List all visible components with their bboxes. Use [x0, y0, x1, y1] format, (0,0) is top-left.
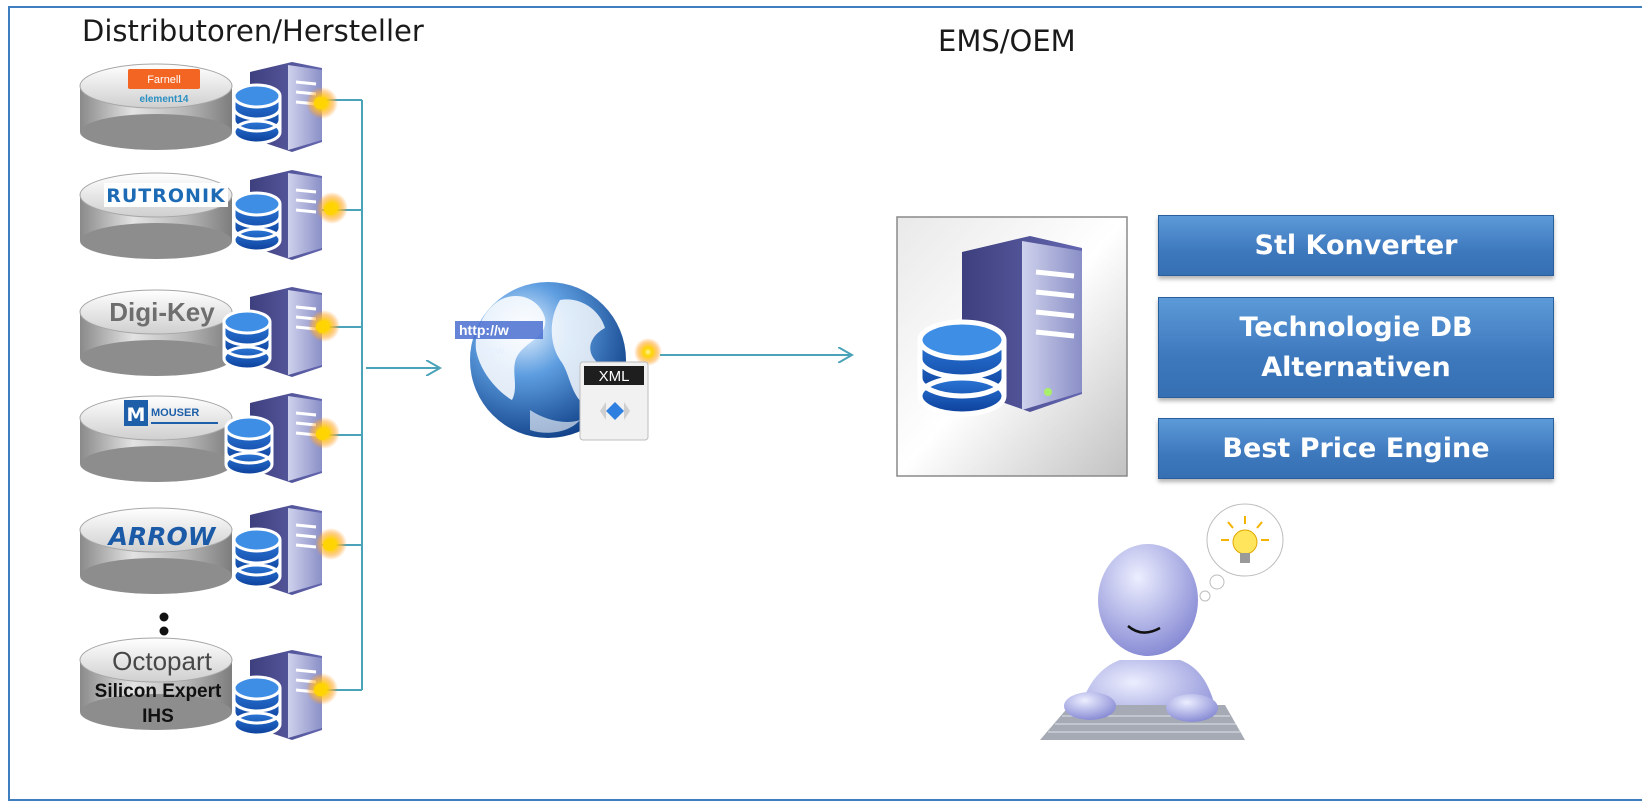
url-text: http://w: [459, 322, 509, 338]
technologie-db-module: Technologie DB Alternativen: [1158, 297, 1554, 398]
supplier-disk: [79, 395, 233, 482]
xml-label: XML: [599, 368, 630, 385]
farnell-logo: Farnell element14: [128, 69, 200, 105]
database-icon: [917, 319, 1007, 417]
supplier-digikey: Digi-Key: [79, 287, 340, 377]
ihs-text: IHS: [142, 706, 174, 727]
www-text: www.: [477, 343, 507, 357]
ems-server: [896, 216, 1128, 477]
database-icon: [232, 191, 282, 253]
supplier-disk: [79, 289, 233, 376]
supplier-disk: [79, 507, 233, 594]
user-person-icon: [1040, 503, 1284, 740]
module-label: Stl Konverter: [1254, 229, 1458, 261]
supplier-mouser: M MOUSER: [79, 393, 340, 483]
stl-konverter-module: Stl Konverter: [1158, 215, 1554, 276]
database-icon: [222, 309, 272, 371]
supplier-arrow: ARROW: [79, 505, 347, 595]
supplier-octopart: Octopart Silicon Expert IHS: [79, 637, 338, 740]
database-icon: [224, 415, 274, 477]
distributors-heading: Distributoren/Hersteller: [82, 14, 424, 48]
status-led-dot: [314, 97, 326, 109]
arrow-text: ARROW: [107, 522, 217, 551]
octopart-text: Octopart: [112, 646, 212, 676]
supplier-disk: [79, 637, 233, 730]
mouser-m-glyph: M: [127, 404, 146, 426]
mouser-logo: M MOUSER: [124, 400, 218, 426]
rutronik-logo: RUTRONIK: [104, 183, 228, 207]
supplier-farnell: Farnell element14: [79, 62, 338, 152]
status-led-dot: [324, 203, 336, 215]
status-led-dot: [323, 539, 335, 551]
supplier-rutronik: RUTRONIK: [79, 170, 348, 260]
status-led-dot: [316, 428, 328, 440]
database-icon: [232, 527, 282, 589]
rutronik-text: RUTRONIK: [106, 185, 226, 207]
module-label: Technologie DB: [1239, 312, 1473, 344]
mouser-text: MOUSER: [151, 407, 199, 419]
element14-text: element14: [140, 94, 189, 105]
best-price-engine-module: Best Price Engine: [1158, 418, 1554, 479]
ems-oem-heading: EMS/OEM: [938, 24, 1076, 58]
module-label: Best Price Engine: [1222, 432, 1490, 464]
connector-lines: [322, 99, 363, 691]
farnell-text: Farnell: [147, 74, 181, 86]
xml-document-icon: XML: [579, 361, 649, 441]
status-led-dot: [314, 684, 326, 696]
status-led-dot: [316, 321, 328, 333]
diagram-frame: [8, 6, 1642, 801]
module-label: Alternativen: [1261, 351, 1451, 383]
url-bar: http://w: [455, 321, 543, 339]
lightbulb-icon: [1221, 516, 1269, 563]
database-icon: [232, 83, 282, 145]
database-icon: [232, 675, 282, 737]
silicon-expert-text: Silicon Expert: [95, 681, 222, 702]
digikey-text: Digi-Key: [109, 297, 215, 327]
